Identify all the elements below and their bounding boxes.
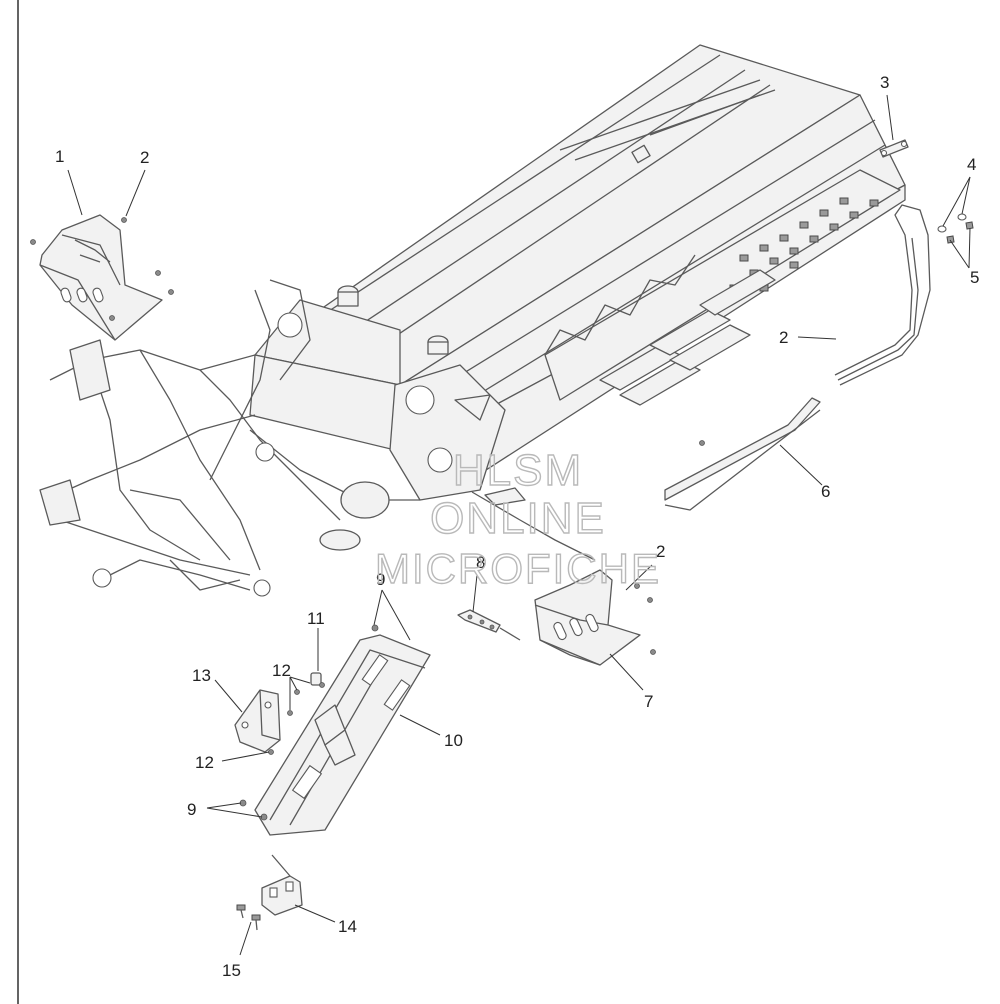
part-6-extrusion: [664, 397, 821, 511]
part-8-strip: [457, 609, 521, 641]
cable: [471, 491, 596, 561]
part-13-bracket: [234, 689, 281, 753]
callout-2: 2: [779, 328, 788, 347]
part-10-plate: [239, 624, 431, 836]
watermark-line-3: MICROFICHE: [375, 545, 661, 592]
callout-5: 5: [970, 268, 979, 287]
callout-4: 4: [967, 155, 976, 174]
rear-rail: [834, 204, 931, 386]
part-1-skid-plate: [30, 214, 174, 341]
callout-6: 6: [821, 482, 830, 501]
callout-7: 7: [644, 692, 653, 711]
chassis-tunnel: [249, 44, 906, 501]
callout-9: 9: [376, 570, 385, 589]
watermark-line-2: ONLINE: [430, 494, 606, 543]
callout-1: 1: [55, 147, 64, 166]
part-15-screws: [236, 904, 261, 931]
part-14-clip: [261, 854, 303, 916]
callout-2: 2: [656, 542, 665, 561]
watermark-line-1: HLSM: [453, 446, 583, 495]
cable-bracket: [484, 487, 526, 506]
part-3-bracket: [879, 139, 909, 158]
callout-15: 15: [222, 961, 241, 980]
callout-9: 9: [187, 800, 196, 819]
part-7-skid-plate: [534, 569, 656, 666]
callout-8: 8: [476, 553, 485, 572]
callout-numbers: 1 2 2 2 3 4 5 6 7 8 9 9 10 11 12 12 13 1…: [55, 73, 979, 980]
front-frame: [39, 279, 420, 597]
leader-lines: [67, 94, 971, 956]
callout-3: 3: [880, 73, 889, 92]
watermark: HLSM ONLINE MICROFICHE: [374, 445, 661, 592]
callout-12: 12: [272, 661, 291, 680]
callout-14: 14: [338, 917, 357, 936]
callout-10: 10: [444, 731, 463, 750]
part-4-5-hardware: [937, 213, 974, 244]
callout-12: 12: [195, 753, 214, 772]
callout-13: 13: [192, 666, 211, 685]
callout-2: 2: [140, 148, 149, 167]
callout-11: 11: [307, 609, 325, 628]
